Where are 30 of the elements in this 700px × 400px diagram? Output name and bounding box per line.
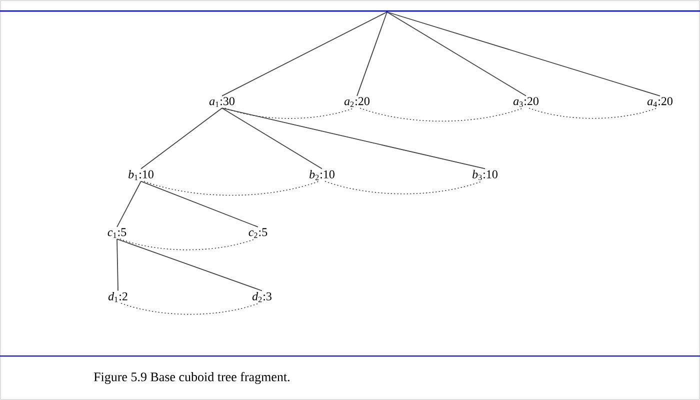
sibling-link: [144, 180, 320, 196]
tree-edge: [386, 12, 526, 96]
sibling-link: [120, 302, 260, 315]
tree-node-label: b$_{3}$:10: [472, 170, 498, 180]
tree-node-label: b$_{1}$:10: [128, 170, 154, 180]
sibling-link: [324, 180, 482, 194]
tree-edge: [386, 12, 660, 96]
tree-edge: [140, 180, 258, 228]
tree-edge: [222, 108, 322, 170]
tree-edge: [356, 12, 388, 96]
tree-node-label: b$_{2}$:10: [310, 170, 334, 180]
tree-edge: [222, 108, 486, 170]
tree-edge: [116, 238, 262, 292]
sibling-link: [360, 108, 524, 122]
tree-node-label: d$_{2}$:3: [252, 292, 272, 302]
caption: Figure 5.9 Base cuboid tree fragment.: [94, 372, 290, 384]
tree-node-label: a$_{3}$:20: [513, 97, 538, 107]
tree-node-label: a$_{2}$:20: [344, 97, 370, 107]
tree-node-label: d$_{1}$:2: [108, 292, 128, 302]
tree-node-label: a$_{1}$:30: [209, 97, 234, 107]
tree-edge: [140, 108, 222, 170]
tree-node-label: a$_{4}$:20: [647, 97, 672, 107]
tree-node-label: c$_{2}$:5: [248, 228, 268, 238]
sibling-link: [528, 108, 658, 119]
tree-edge: [116, 238, 118, 292]
tree-node-label: c$_{1}$:5: [108, 228, 126, 238]
tree-edge: [116, 180, 142, 228]
sibling-link: [224, 108, 354, 119]
tree-edge: [222, 12, 388, 96]
sibling-link: [120, 238, 256, 250]
